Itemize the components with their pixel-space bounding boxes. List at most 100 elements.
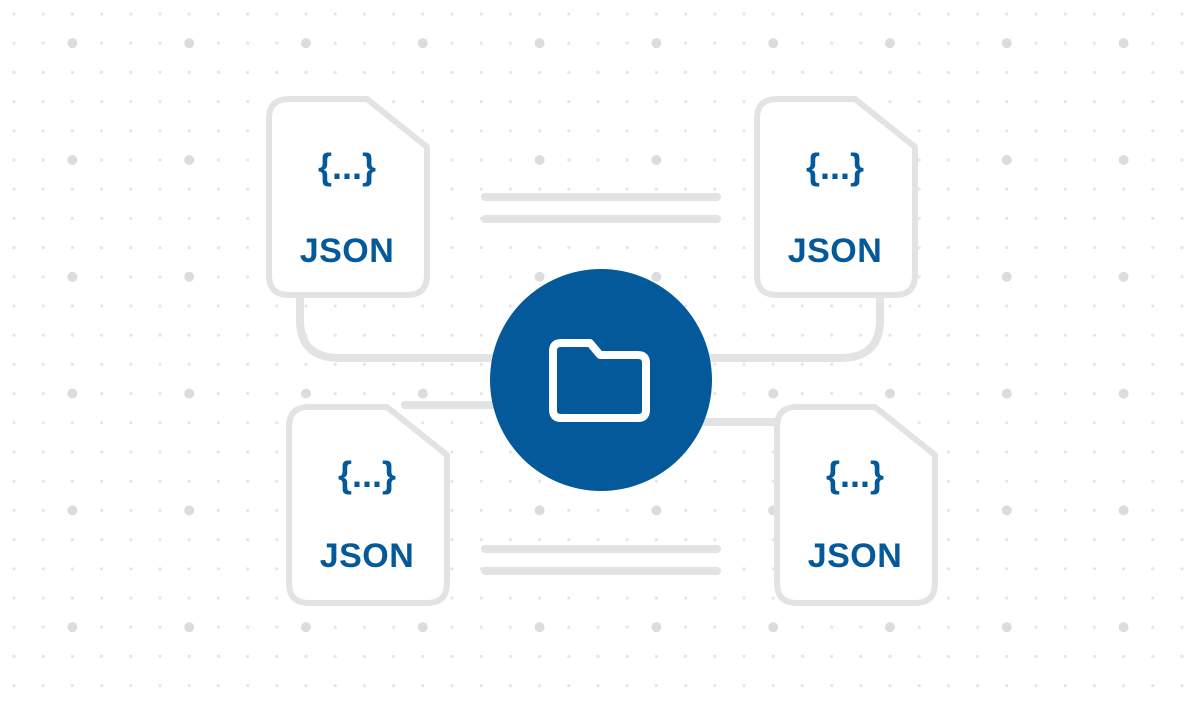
- grid-dot: [187, 362, 191, 366]
- grid-dot: [246, 12, 250, 16]
- grid-dot: [917, 625, 921, 629]
- grid-dot: [1005, 246, 1009, 250]
- grid-dot: [362, 41, 366, 45]
- grid-dot: [946, 246, 951, 250]
- grid-dot: [70, 333, 74, 337]
- grid-dot: [158, 392, 162, 396]
- grid-dot: [771, 70, 775, 74]
- grid-dot: [100, 392, 104, 396]
- grid-dot: [713, 304, 717, 308]
- grid-dot: [567, 158, 571, 162]
- grid-dot: [1005, 100, 1009, 104]
- grid-dot: [246, 421, 250, 425]
- grid-dot: [1092, 538, 1096, 542]
- grid-dot: [1122, 333, 1126, 337]
- grid-dot: [1063, 187, 1067, 191]
- grid-dot: [275, 538, 279, 542]
- grid-dot: [129, 450, 133, 454]
- grid-dot: [479, 362, 483, 366]
- grid-dot: [508, 654, 512, 659]
- grid-dot: [830, 392, 834, 396]
- grid-dot: [12, 216, 16, 220]
- grid-dot: [742, 654, 746, 659]
- grid-dot: [1122, 362, 1126, 366]
- grid-dot: [450, 187, 454, 191]
- grid-dot: [12, 508, 16, 512]
- grid-dot: [41, 100, 45, 104]
- grid-dot: [70, 362, 74, 366]
- grid-dot: [713, 246, 717, 250]
- json-document-top-right: {...} JSON: [754, 96, 918, 298]
- grid-dot: [1118, 505, 1129, 516]
- grid-dot: [654, 70, 659, 74]
- grid-dot: [654, 129, 659, 133]
- grid-dot: [450, 596, 454, 600]
- grid-dot: [885, 388, 895, 399]
- grid-dot: [1151, 275, 1155, 279]
- grid-dot: [158, 129, 162, 133]
- grid-dot: [888, 333, 892, 337]
- grid-dot: [771, 654, 775, 659]
- grid-dot: [596, 508, 600, 512]
- grid-dot: [567, 70, 571, 74]
- grid-dot: [976, 333, 980, 337]
- grid-dot: [158, 333, 162, 337]
- grid-dot: [41, 421, 45, 425]
- grid-dot: [1180, 41, 1184, 45]
- grid-dot: [1151, 508, 1155, 512]
- grid-dot: [184, 622, 195, 633]
- grid-dot: [830, 684, 834, 688]
- grid-dot: [538, 70, 542, 74]
- grid-dot: [946, 538, 951, 542]
- grid-dot: [275, 362, 279, 366]
- grid-dot: [1151, 129, 1155, 133]
- grid-dot: [1034, 246, 1038, 250]
- grid-dot: [246, 625, 250, 629]
- grid-dot: [1180, 421, 1184, 425]
- grid-dot: [41, 246, 45, 250]
- grid-dot: [567, 684, 571, 688]
- grid-dot: [1122, 12, 1126, 16]
- grid-dot: [684, 654, 688, 659]
- grid-dot: [417, 38, 428, 49]
- grid-dot: [158, 596, 162, 600]
- grid-dot: [1122, 216, 1126, 220]
- grid-dot: [70, 100, 74, 104]
- grid-dot: [12, 70, 16, 74]
- grid-dot: [508, 129, 512, 133]
- grid-dot: [246, 508, 250, 512]
- grid-dot: [946, 216, 951, 220]
- grid-dot: [158, 625, 162, 629]
- grid-dot: [100, 538, 104, 542]
- grid-dot: [41, 508, 45, 512]
- grid-dot: [1034, 508, 1038, 512]
- grid-dot: [158, 275, 162, 279]
- grid-dot: [888, 654, 892, 659]
- grid-dot: [304, 654, 308, 659]
- grid-dot: [684, 625, 688, 629]
- grid-dot: [742, 625, 746, 629]
- grid-dot: [129, 392, 133, 396]
- grid-dot: [1092, 479, 1096, 483]
- json-label: JSON: [320, 537, 415, 575]
- grid-dot: [12, 304, 16, 308]
- grid-dot: [246, 158, 250, 162]
- grid-dot: [216, 421, 220, 425]
- grid-dot: [187, 12, 191, 16]
- grid-dot: [1092, 158, 1096, 162]
- grid-dot: [1092, 654, 1096, 659]
- grid-dot: [100, 333, 104, 337]
- grid-dot: [304, 304, 308, 308]
- grid-dot: [100, 41, 104, 45]
- grid-dot: [534, 38, 545, 49]
- grid-dot: [12, 246, 16, 250]
- grid-dot: [216, 70, 220, 74]
- grid-dot: [1118, 155, 1129, 165]
- grid-dot: [246, 654, 250, 659]
- grid-dot: [187, 567, 191, 571]
- grid-dot: [184, 271, 195, 282]
- grid-dot: [1151, 567, 1155, 571]
- grid-dot: [450, 684, 454, 688]
- grid-dot: [768, 388, 779, 399]
- grid-dot: [12, 12, 16, 16]
